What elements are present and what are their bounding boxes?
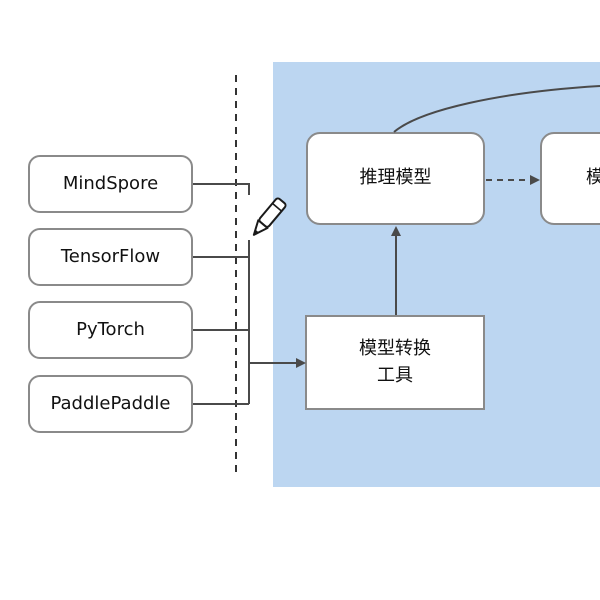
framework-box-tensorflow: TensorFlow [28,228,193,286]
right-model-label: 模 [586,167,600,189]
model-converter-box: 模型转换 工具 [305,315,485,410]
model-converter-label-line1: 模型转换 [359,338,431,360]
framework-label-paddlepaddle: PaddlePaddle [50,392,171,414]
target-region-background [273,62,600,487]
model-converter-label-line2: 工具 [377,364,413,386]
framework-box-mindspore: MindSpore [28,155,193,213]
framework-box-pytorch: PyTorch [28,301,193,359]
inference-model-box: 推理模型 [306,132,485,225]
right-model-box: 模 [540,132,600,225]
framework-label-pytorch: PyTorch [76,318,145,340]
framework-box-paddlepaddle: PaddlePaddle [28,375,193,433]
connector-mindspore [193,183,250,195]
framework-label-tensorflow: TensorFlow [60,245,161,267]
inference-model-label: 推理模型 [359,167,432,189]
framework-label-mindspore: MindSpore [62,172,159,194]
